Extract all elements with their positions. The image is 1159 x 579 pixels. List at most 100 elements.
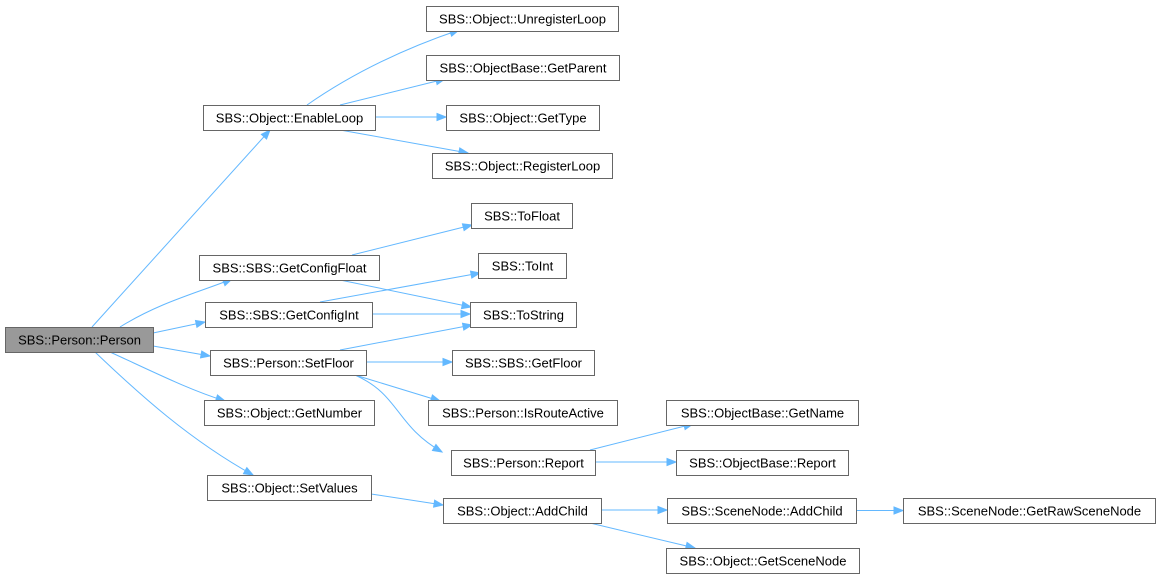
edge-n4-to-n13 [339,322,474,351]
edge-n16-to-n17 [589,422,695,451]
arrowhead-icon [666,457,678,467]
node-label: SBS::SBS::GetConfigFloat [213,261,367,276]
arrowhead-icon [432,499,445,508]
arrowhead-icon [431,443,444,453]
edge-n2-to-n11 [351,223,474,256]
edge-line [109,351,226,402]
edge-n3-to-n13 [372,309,472,319]
edge-line [351,224,473,256]
graph-node[interactable]: SBS::ToInt [478,253,567,279]
node-box [903,498,1156,524]
edge-line [354,374,443,453]
arrowhead-icon [194,319,207,329]
edge-n6-to-n19 [370,493,445,508]
edge-n4-to-n16 [354,374,444,453]
node-label: SBS::SBS::GetConfigInt [219,308,359,323]
edge-n16-to-n18 [595,457,678,467]
node-box [204,400,375,426]
graph-node[interactable]: SBS::Person::Report [451,450,596,476]
node-label: SBS::ObjectBase::GetParent [440,61,607,76]
graph-root-node: SBS::Person::Person [5,327,154,353]
edge-n1-to-n10 [339,129,470,156]
node-label: SBS::ObjectBase::GetName [681,406,844,421]
edge-line [152,345,211,357]
graph-node[interactable]: SBS::SBS::GetConfigInt [205,302,373,328]
edge-n3-to-n12 [319,270,482,303]
arrowhead-icon [442,357,454,367]
graph-node[interactable]: SBS::ObjectBase::GetName [666,400,859,426]
node-box [676,450,849,476]
graph-node[interactable]: SBS::SceneNode::GetRawSceneNode [903,498,1156,524]
edge-n2-to-n13 [339,279,473,310]
graph-node[interactable]: SBS::Object::EnableLoop [203,105,376,131]
node-label: SBS::SBS::GetFloor [465,356,583,371]
edge-line [339,129,469,154]
edge-n19-to-n20 [601,505,669,515]
node-label: SBS::Object::GetType [459,111,586,126]
node-label: SBS::SceneNode::GetRawSceneNode [918,504,1141,519]
edge-line [589,522,696,549]
graph-node[interactable]: SBS::ToFloat [471,203,573,229]
graph-node[interactable]: SBS::ObjectBase::Report [676,450,849,476]
edge-line [339,78,446,106]
graph-node[interactable]: SBS::SBS::GetConfigFloat [199,255,380,281]
graph-node[interactable]: SBS::Object::GetType [446,105,600,131]
edge-n0-to-n5 [109,351,227,403]
node-label: SBS::Object::GetNumber [217,406,363,421]
node-box [199,255,380,281]
node-box [446,105,600,131]
graph-node[interactable]: SBS::Object::GetSceneNode [666,548,860,574]
node-box [667,498,857,524]
node-label: SBS::Person::SetFloor [223,356,354,371]
node-label: SBS::ToString [483,308,564,323]
node-label: SBS::SceneNode::AddChild [681,504,842,519]
edge-line [354,374,441,402]
arrowhead-icon [469,270,482,279]
node-box [203,105,376,131]
edge-n0-to-n1 [91,128,271,328]
node-label: SBS::Person::Person [18,333,141,348]
graph-node[interactable]: SBS::Object::GetNumber [204,400,375,426]
node-box [426,6,619,32]
node-label: SBS::Object::RegisterLoop [445,159,600,174]
edge-line [319,272,481,303]
graph-node[interactable]: SBS::SceneNode::AddChild [667,498,857,524]
graph-node[interactable]: SBS::ObjectBase::GetParent [426,55,620,81]
node-label: SBS::Object::UnregisterLoop [439,12,606,27]
edge-line [91,129,271,328]
edge-n4-to-n14 [366,357,454,367]
node-box [443,498,602,524]
graph-node[interactable]: SBS::Object::UnregisterLoop [426,6,619,32]
graph-node[interactable]: SBS::Person::IsRouteActive [428,400,618,426]
graph-node[interactable]: SBS::Object::AddChild [443,498,602,524]
node-box [666,548,860,574]
edge-n0-to-n4 [152,345,212,359]
node-label: SBS::Object::SetValues [221,481,358,496]
edge-line [119,278,233,328]
edge-line [339,279,472,308]
edge-n0-to-n6 [94,351,255,476]
arrowhead-icon [893,506,905,515]
node-label: SBS::ToFloat [484,209,560,224]
edge-n20-to-n22 [856,506,905,515]
node-label: SBS::Object::AddChild [457,504,588,519]
graph-node[interactable]: SBS::Person::SetFloor [210,350,367,376]
graph-node[interactable]: SBS::ToString [470,302,577,328]
graph-node[interactable]: SBS::Object::SetValues [207,475,372,501]
graph-node[interactable]: SBS::Object::RegisterLoop [432,153,613,179]
call-graph-nodes: SBS::Person::Person SBS::Object::EnableLo… [5,6,1156,574]
edge-line [339,324,473,351]
edge-n4-to-n15 [354,374,442,403]
edge-n1-to-n9 [375,112,448,122]
arrowhead-icon [260,128,271,140]
node-box [426,55,620,81]
node-box [432,153,613,179]
graph-node[interactable]: SBS::SBS::GetFloor [452,350,595,376]
node-box [207,475,372,501]
node-box [470,302,577,328]
arrowhead-icon [460,309,472,319]
node-box [5,327,154,353]
edge-n1-to-n8 [339,77,447,106]
arrowhead-icon [199,350,212,359]
